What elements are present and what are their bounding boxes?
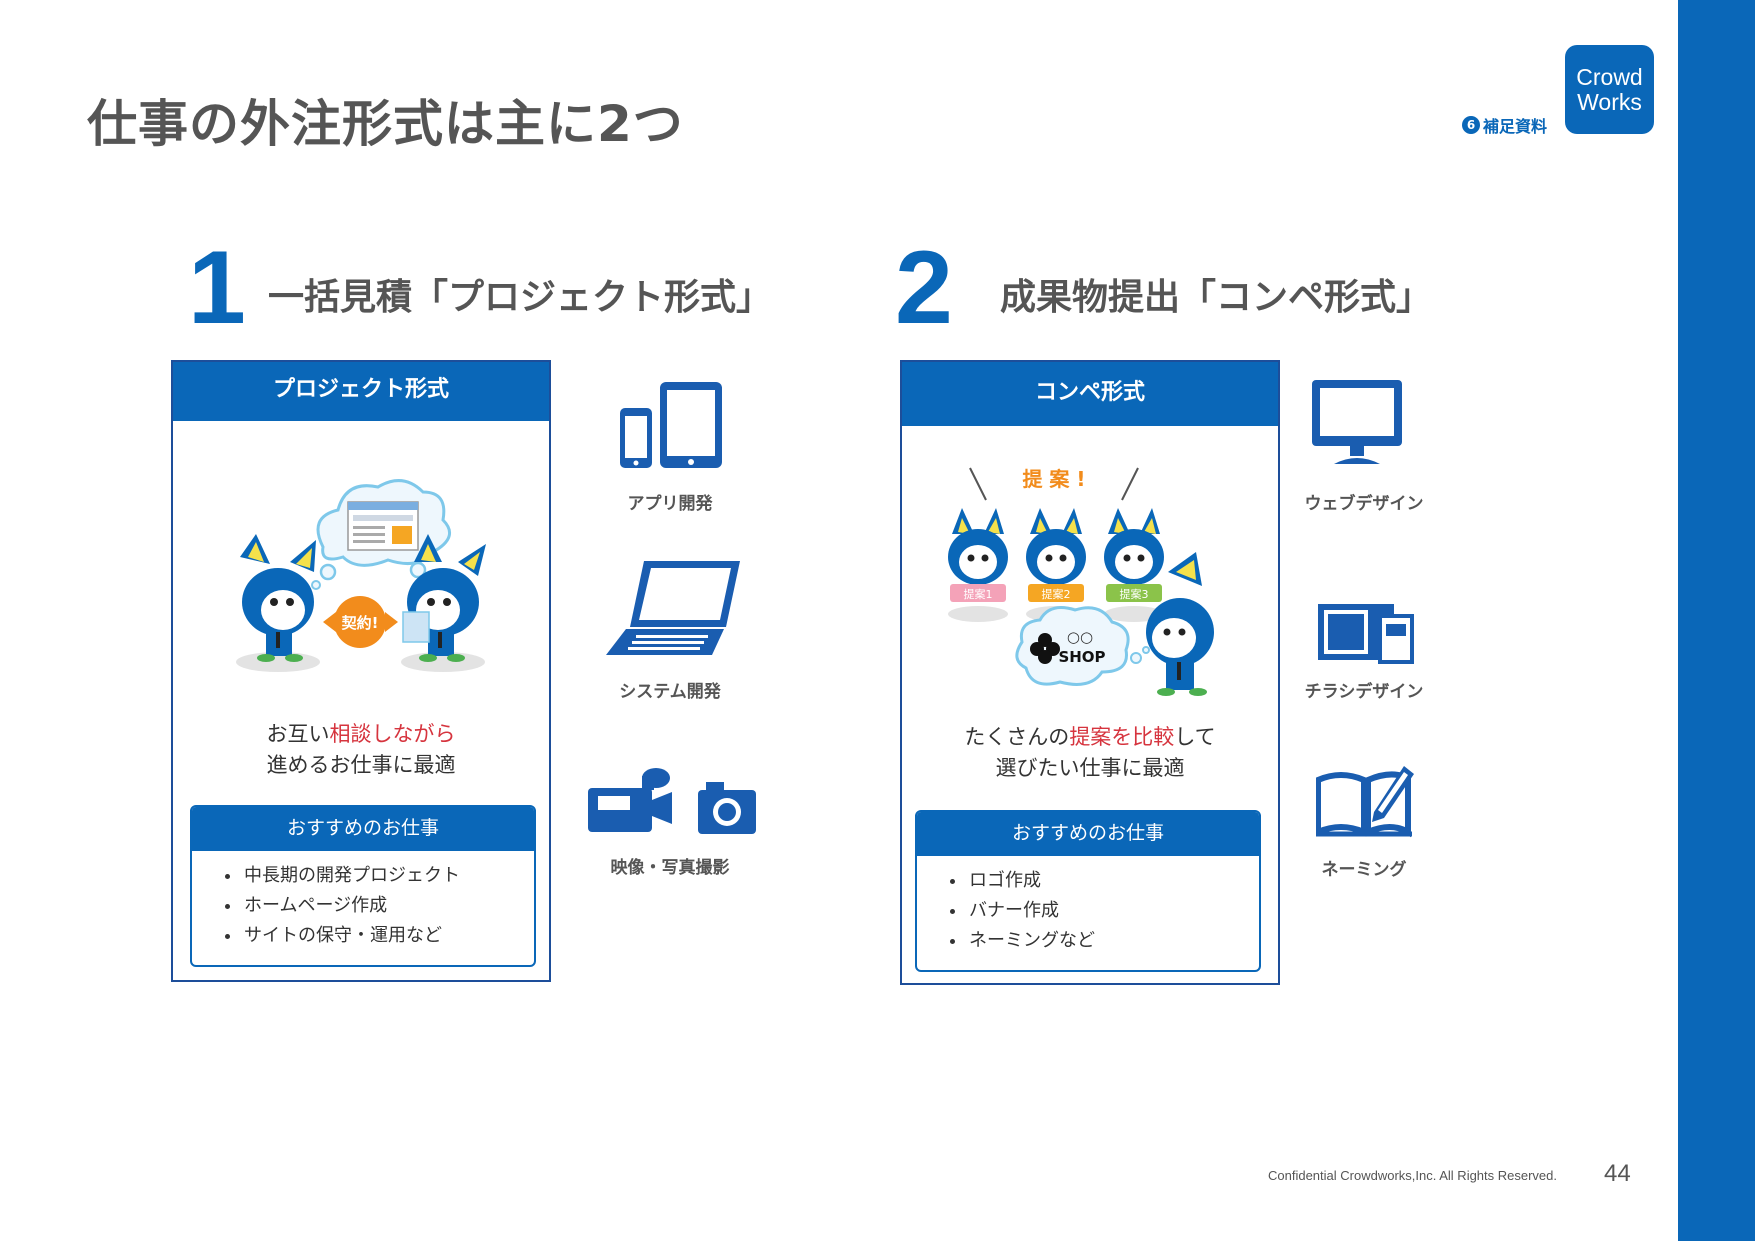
section-2-title: 成果物提出「コンペ形式」 [1000, 277, 1433, 318]
desc-highlight: 提案を比較 [1069, 725, 1175, 749]
recommend-list: 中長期の開発プロジェクト ホームページ作成 サイトの保守・運用など [192, 861, 534, 951]
contract-label: 契約! [341, 614, 379, 632]
section-1-title: 一括見積「プロジェクト形式」 [268, 277, 773, 318]
project-card-header: プロジェクト形式 [173, 362, 549, 421]
proposal-tag-3: 提案3 [1120, 587, 1149, 601]
shop-label: SHOP [1058, 648, 1105, 666]
icon-label-app: アプリ開発 [627, 494, 713, 514]
contest-description: たくさんの提案を比較して 選びたい仕事に最適 [902, 722, 1278, 784]
proposal-tag-1: 提案1 [964, 587, 993, 601]
project-format-card: プロジェクト形式 [171, 360, 551, 982]
list-item: ホームページ作成 [242, 891, 534, 921]
desc-pre: たくさんの [964, 725, 1070, 749]
footer-copyright: Confidential Crowdworks,Inc. All Rights … [1268, 1168, 1558, 1183]
page-title: 仕事の外注形式は主に2つ [87, 95, 684, 153]
crowdworks-logo: Crowd Works [1565, 45, 1654, 134]
supplement-label: 補足資料 [1483, 117, 1548, 136]
contest-card-header: コンペ形式 [902, 362, 1278, 426]
list-item: ネーミングなど [967, 926, 1259, 956]
section-2-number: 2 [895, 230, 953, 346]
list-item: 中長期の開発プロジェクト [242, 861, 534, 891]
contest-format-card: コンペ形式 提 案 ! 提案1 提案2 [900, 360, 1280, 985]
icon-label-system: システム開発 [619, 682, 721, 702]
contest-illustration: 提 案 ! 提案1 提案2 提案3 [948, 467, 1214, 696]
project-description: お互い相談しながら 進めるお仕事に最適 [173, 719, 549, 781]
list-item: バナー作成 [967, 896, 1259, 926]
desc-line-2: 進めるお仕事に最適 [266, 753, 456, 777]
project-illustration: 契約! [236, 479, 486, 672]
mobile-tablet-icon [620, 382, 722, 468]
video-camera-icon [588, 768, 756, 834]
supplement-number: 6 [1462, 116, 1480, 134]
list-item: サイトの保守・運用など [242, 921, 534, 951]
clover-icon [1030, 633, 1060, 664]
icon-label-naming: ネーミング [1321, 860, 1407, 880]
logo-line-1: Crowd [1576, 63, 1643, 90]
recommend-title: おすすめのお仕事 [917, 812, 1259, 856]
supplement-badge: 6 補足資料 [1462, 113, 1547, 137]
side-accent-bar [1678, 0, 1755, 1241]
desc-line-2: 選びたい仕事に最適 [995, 756, 1185, 780]
contest-recommend-box: おすすめのお仕事 ロゴ作成 バナー作成 ネーミングなど [915, 810, 1261, 972]
proposal-tag-2: 提案2 [1042, 587, 1071, 601]
desc-pre: お互い [266, 722, 330, 746]
page-number: 44 [1604, 1160, 1631, 1187]
project-recommend-box: おすすめのお仕事 中長期の開発プロジェクト ホームページ作成 サイトの保守・運用… [190, 805, 536, 967]
recommend-list: ロゴ作成 バナー作成 ネーミングなど [917, 866, 1259, 956]
proposal-shout: 提 案 ! [1022, 467, 1085, 491]
section-1-number: 1 [188, 230, 246, 346]
icon-label-flyer: チラシデザイン [1304, 682, 1424, 702]
desc-post: して [1174, 725, 1216, 749]
shop-circles: ○○ [1067, 628, 1093, 646]
monitor-icon [1312, 380, 1402, 464]
recommend-title: おすすめのお仕事 [192, 807, 534, 851]
laptop-icon [606, 561, 740, 655]
list-item: ロゴ作成 [967, 866, 1259, 896]
book-pen-icon [1316, 766, 1414, 838]
logo-line-2: Works [1577, 88, 1642, 115]
flyer-icon [1318, 604, 1414, 664]
icon-label-web: ウェブデザイン [1304, 494, 1424, 514]
desc-highlight: 相談しながら [329, 722, 456, 746]
icon-label-video: 映像・写真撮影 [610, 858, 730, 878]
